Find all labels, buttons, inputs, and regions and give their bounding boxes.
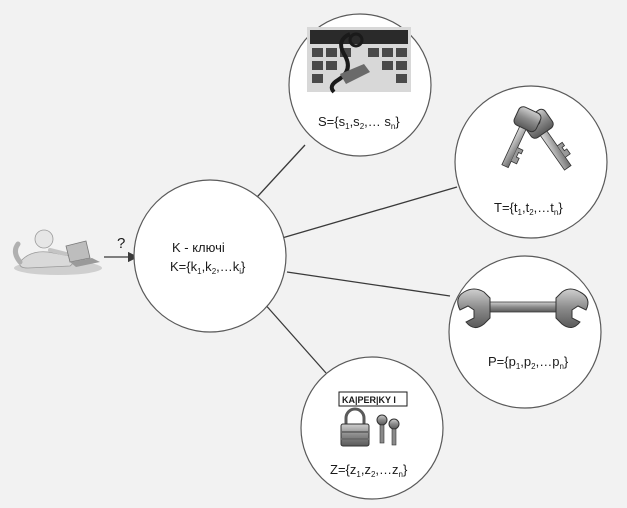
node-s-formula: S={s1,s2,… sn} [318,114,400,131]
node-s: S={s1,s2,… sn} [288,13,432,157]
node-p-formula: P={p1,p2,…pn} [488,354,569,371]
node-z-formula: Z={z1,z2,…zn} [330,462,408,479]
center-title: K - ключі [172,240,225,255]
node-z: KA|PER|KY I Z={z1,z2,…zn} [300,356,444,500]
connectors [104,144,458,374]
keyboard-icon [307,27,411,94]
keys-icon [501,106,572,171]
user-laptop-icon [12,229,102,275]
node-t: T={t1,t2,…tn} [454,85,608,239]
connector-to-z [262,301,327,374]
center-formula: K={k1,k2,…ki} [170,259,246,276]
wrench-icon [457,288,589,328]
arrow-question-label: ? [117,235,125,252]
connector-to-t [281,186,458,239]
kaspersky-logo-text: KA|PER|KY I [342,395,396,405]
center-node: K - ключі K={k1,k2,…ki} [133,179,287,333]
connector-to-p [286,271,451,297]
node-t-formula: T={t1,t2,…tn} [494,200,563,217]
node-p: P={p1,p2,…pn} [448,255,602,409]
padlock-keys-icon: KA|PER|KY I [338,391,408,447]
